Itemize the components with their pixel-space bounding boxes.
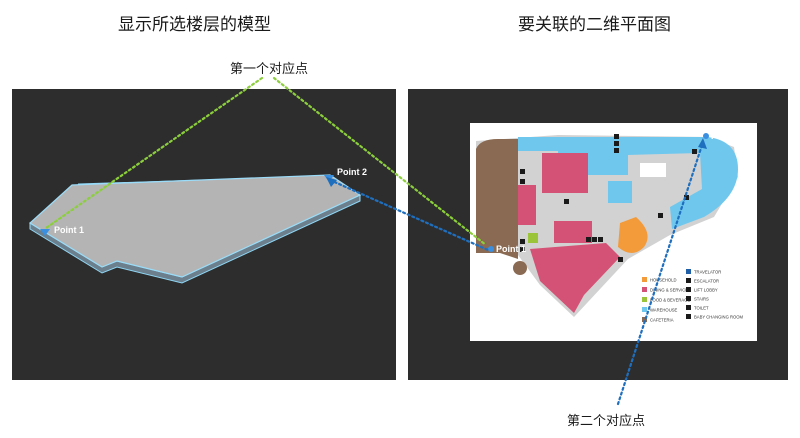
toilet-icon (598, 237, 603, 242)
zone-cafeteria (476, 139, 518, 259)
model-view-panel[interactable]: Point 1 Point 2 (12, 89, 396, 380)
model-point1-marker[interactable] (40, 229, 50, 236)
baby-changing-icon (686, 314, 691, 319)
zone-dining-north (542, 153, 588, 193)
lift-lobby-icon (614, 141, 619, 146)
lift-lobby-icon (520, 239, 525, 244)
plan-point2-label: Point 2 (711, 131, 741, 141)
escalator-icon (618, 257, 623, 262)
stairs-icon (520, 247, 525, 252)
legend-label-baby-changing: BABY CHANGING ROOM (694, 315, 744, 320)
escalator-icon (592, 237, 597, 242)
model-point1-label: Point 1 (54, 225, 84, 235)
legend-label-travelator: TRAVELATOR (694, 270, 721, 275)
toilet-icon (686, 305, 691, 310)
legend-swatch-household (642, 277, 647, 282)
toilet-icon (684, 195, 689, 200)
zone-food-beverage (528, 233, 538, 243)
stairs-icon (658, 213, 663, 218)
right-title: 要关联的二维平面图 (518, 15, 671, 35)
legend-swatch-food (642, 297, 647, 302)
zone-warehouse-mid (640, 163, 666, 177)
zone-warehouse-east (608, 181, 632, 203)
escalator-icon (614, 134, 619, 139)
plan-point1-marker[interactable] (488, 246, 494, 252)
legend-label-warehouse: WAREHOUSE (650, 308, 678, 313)
left-title: 显示所选楼层的模型 (118, 15, 271, 35)
escalator-icon (520, 169, 525, 174)
legend-label-cafeteria: CAFETERIA (650, 318, 674, 323)
lift-lobby-icon (686, 287, 691, 292)
floor-plan-canvas: Point 1 Point 2 HOUSEHOLD DINING & SERVI… (470, 123, 757, 341)
legend-swatch-cafeteria (642, 317, 647, 322)
legend-label-food: FOOD & BEVERAGE (650, 298, 690, 303)
zone-dining-central (554, 221, 592, 243)
legend-label-escalator: ESCALATOR (694, 279, 719, 284)
first-point-note: 第一个对应点 (230, 62, 309, 77)
zone-dining-west (518, 185, 536, 225)
lift-lobby-icon (692, 149, 697, 154)
toilet-icon (520, 179, 525, 184)
legend-label-toilet: TOILET (694, 306, 709, 311)
model-point2-label: Point 2 (337, 167, 367, 177)
legend-swatch-warehouse (642, 307, 647, 312)
stairs-icon (614, 148, 619, 153)
floor-model: Point 1 Point 2 (29, 167, 367, 284)
legend-label-dining: DINING & SERVICES (650, 288, 691, 293)
escalator-icon (686, 278, 691, 283)
legend-label-household: HOUSEHOLD (650, 278, 677, 283)
legend-label-stairs: STAIRS (694, 297, 709, 302)
legend-label-lift-lobby: LIFT LOBBY (694, 288, 718, 293)
zone-round-kiosk (513, 261, 527, 275)
plan-point2-marker[interactable] (703, 133, 709, 139)
travelator-icon (686, 269, 691, 274)
lift-lobby-icon (586, 237, 591, 242)
stairs-icon (686, 296, 691, 301)
floor-plan-panel[interactable]: Point 1 Point 2 HOUSEHOLD DINING & SERVI… (408, 89, 788, 380)
second-point-note: 第二个对应点 (567, 414, 646, 429)
plan-point1-label: Point 1 (496, 244, 526, 254)
zone-dining-south (530, 243, 620, 313)
legend-swatch-dining (642, 287, 647, 292)
escalator-icon (564, 199, 569, 204)
